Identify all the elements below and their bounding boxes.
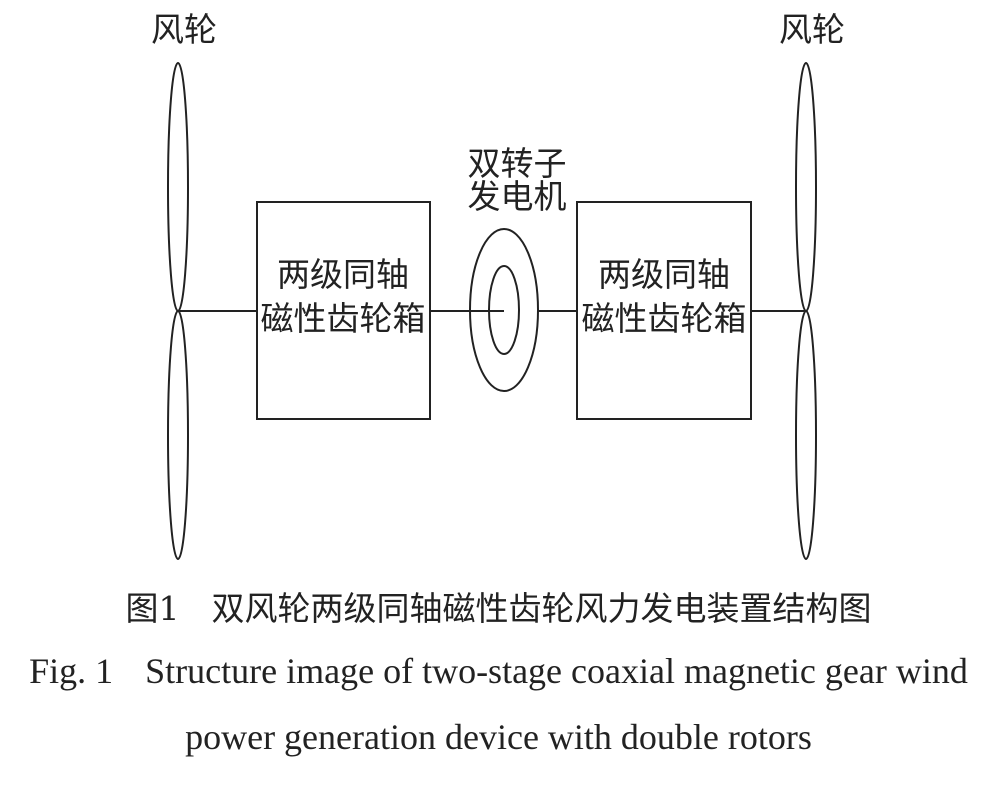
right-gearbox-label-line2: 磁性齿轮箱 xyxy=(582,299,747,338)
left-rotor-label: 风轮 xyxy=(151,10,217,49)
caption-cn-text: 双风轮两级同轴磁性齿轮风力发电装置结构图 xyxy=(211,589,872,628)
right-rotor-upper-blade xyxy=(795,62,817,312)
right-rotor-label: 风轮 xyxy=(779,10,845,49)
generator xyxy=(430,228,577,392)
caption-en-number: Fig. 1 xyxy=(29,651,114,691)
generator-label-line2: 发电机 xyxy=(468,177,567,216)
right-gearbox-label-line1: 两级同轴 xyxy=(598,255,730,294)
left-gearbox-label-line1: 两级同轴 xyxy=(277,255,409,294)
generator-label-line1: 双转子 xyxy=(468,144,567,183)
left-rotor-upper-blade xyxy=(167,62,189,312)
caption-chinese: 图1 双风轮两级同轴磁性齿轮风力发电装置结构图 xyxy=(0,582,997,630)
right-rotor xyxy=(795,62,817,560)
left-rotor xyxy=(167,62,189,560)
caption-cn-number: 图1 xyxy=(125,589,180,628)
left-gearbox-label-line2: 磁性齿轮箱 xyxy=(261,299,426,338)
left-gearbox-box xyxy=(256,201,431,420)
caption-en-line1-text: Structure image of two-stage coaxial mag… xyxy=(145,651,968,691)
right-rotor-lower-blade xyxy=(795,310,817,560)
left-rotor-lower-blade xyxy=(167,310,189,560)
caption-english-line1: Fig. 1 Structure image of two-stage coaxi… xyxy=(0,650,997,692)
caption-english-line2: power generation device with double roto… xyxy=(185,717,812,757)
